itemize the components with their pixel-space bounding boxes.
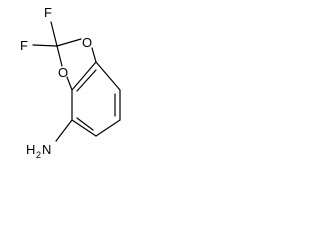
amine-h-count: 2 xyxy=(36,150,41,160)
bond-c3a-c4 xyxy=(95,61,121,91)
bond-c7-n xyxy=(55,119,73,142)
oxygen-left-label: O xyxy=(58,65,68,80)
bond-c-o-top xyxy=(56,38,82,47)
bond-o-top-c3a xyxy=(91,47,97,63)
fluorine-left-label: F xyxy=(20,38,28,53)
double-bond-c3a-c7a xyxy=(76,69,97,92)
bond-cf-left xyxy=(32,44,58,47)
fluorine-top-label: F xyxy=(44,5,52,20)
structure-diagram: F F O O H 2 N xyxy=(20,5,121,160)
amine-n-label: N xyxy=(42,142,51,157)
bond-cf-top xyxy=(50,21,58,47)
double-bond-c6-c7 xyxy=(76,117,94,131)
bond-c-o-left xyxy=(56,45,63,67)
bond-c7a-c3a xyxy=(71,61,97,91)
oxygen-top-label: O xyxy=(82,35,92,50)
bond-o-left-c7a xyxy=(66,76,73,91)
bond-c5-c6 xyxy=(95,119,121,137)
amine-h-label: H xyxy=(26,142,35,157)
bond-c6-c7 xyxy=(71,119,97,137)
